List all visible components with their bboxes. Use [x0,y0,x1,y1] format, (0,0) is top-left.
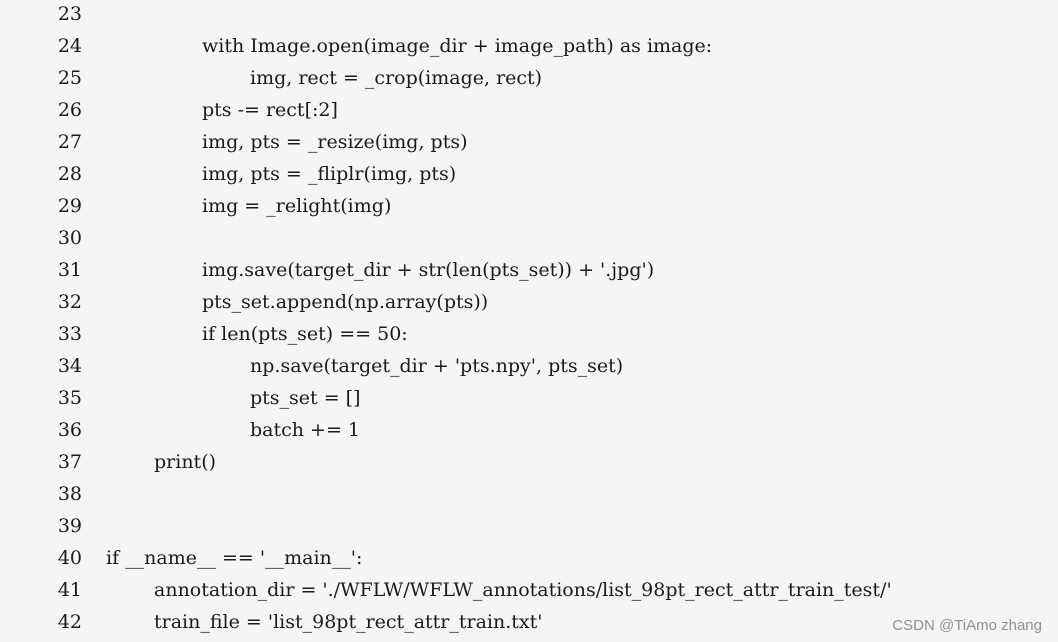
code-line: 34 np.save(target_dir + 'pts.npy', pts_s… [0,352,1058,384]
line-code: print() [154,451,217,473]
code-line: 27 img, pts = _resize(img, pts) [0,128,1058,160]
line-code: img.save(target_dir + str(len(pts_set)) … [202,259,655,281]
line-number: 25 [57,67,82,89]
code-line: 25 img, rect = _crop(image, rect) [0,64,1058,96]
line-code: img, pts = _fliplr(img, pts) [202,163,457,185]
line-number: 42 [57,611,82,633]
line-code: pts -= rect[:2] [202,99,338,121]
code-line: 38 [0,480,1058,512]
code-line: 37 print() [0,448,1058,480]
line-number: 34 [57,355,82,377]
code-line: 32 pts_set.append(np.array(pts)) [0,288,1058,320]
line-number: 27 [57,131,82,153]
line-number: 35 [57,387,82,409]
code-line: 40 if __name__ == '__main__': [0,544,1058,576]
code-line: 36 batch += 1 [0,416,1058,448]
line-number: 39 [57,515,82,537]
line-code: if len(pts_set) == 50: [202,323,408,345]
code-line: 29 img = _relight(img) [0,192,1058,224]
code-line: 24 with Image.open(image_dir + image_pat… [0,32,1058,64]
line-number: 30 [57,227,82,249]
line-code: train_file = 'list_98pt_rect_attr_train.… [154,611,543,633]
watermark: CSDN @TiAmo zhang [892,617,1042,634]
line-code: pts_set.append(np.array(pts)) [202,291,489,313]
code-line: 26 pts -= rect[:2] [0,96,1058,128]
line-number: 36 [57,419,82,441]
line-number: 40 [57,547,82,569]
code-line: 30 [0,224,1058,256]
line-number: 29 [57,195,82,217]
line-code: img = _relight(img) [202,195,392,217]
line-number: 28 [57,163,82,185]
line-code: with Image.open(image_dir + image_path) … [202,35,713,57]
line-number: 23 [57,3,82,25]
line-number: 38 [57,483,82,505]
line-number: 32 [57,291,82,313]
line-code: pts_set = [] [250,387,361,409]
line-number: 33 [57,323,82,345]
line-number: 24 [57,35,82,57]
code-line: 41 annotation_dir = './WFLW/WFLW_annotat… [0,576,1058,608]
line-number: 26 [57,99,82,121]
line-number: 31 [57,259,82,281]
line-code: if __name__ == '__main__': [106,547,363,569]
line-code: np.save(target_dir + 'pts.npy', pts_set) [250,355,624,377]
line-code: annotation_dir = './WFLW/WFLW_annotation… [154,579,892,601]
code-line: 33 if len(pts_set) == 50: [0,320,1058,352]
code-line: 23 [0,0,1058,32]
line-code: img, pts = _resize(img, pts) [202,131,468,153]
code-line: 42 train_file = 'list_98pt_rect_attr_tra… [0,608,1058,640]
code-line: 35 pts_set = [] [0,384,1058,416]
line-code: batch += 1 [250,419,361,441]
line-number: 41 [57,579,82,601]
line-code: img, rect = _crop(image, rect) [250,67,543,89]
code-line: 31 img.save(target_dir + str(len(pts_set… [0,256,1058,288]
code-line: 39 [0,512,1058,544]
line-number: 37 [57,451,82,473]
code-line: 28 img, pts = _fliplr(img, pts) [0,160,1058,192]
